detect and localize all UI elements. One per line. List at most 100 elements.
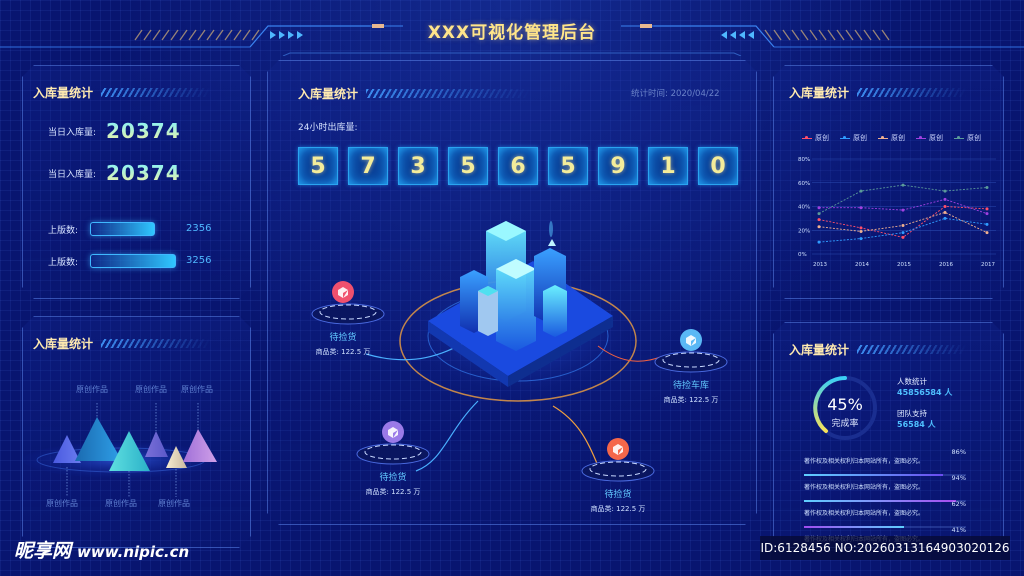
- progress-track: [804, 474, 966, 476]
- panel-completion: 入库量统计 45% 完成率 人数统计 45856584 人 团队支持 56584…: [773, 322, 1004, 548]
- stat-label: 团队支持: [897, 409, 927, 418]
- pyramid-label: 原创作品: [46, 499, 78, 508]
- node-pedestal: [651, 324, 731, 374]
- title-stripes: [366, 89, 531, 98]
- progress-row: 著作权及相关权利归本网站所有，盗图必究。 94%: [804, 474, 966, 502]
- panel-title-text: 入库量统计: [33, 337, 94, 351]
- legend-item[interactable]: 原创: [954, 133, 981, 143]
- progress-percent: 86%: [951, 448, 966, 456]
- progress-fill: [804, 474, 943, 476]
- node-title: 待捡货: [379, 473, 407, 483]
- panel-title: 入库量统计: [789, 341, 967, 358]
- watermark-brand: 昵享网: [14, 540, 72, 562]
- legend-label: 原创: [891, 134, 905, 142]
- digit: 0: [698, 147, 738, 185]
- progress-track: [804, 500, 966, 502]
- progress-percent: 62%: [951, 500, 966, 508]
- header-decoration: [0, 24, 1024, 56]
- legend-label: 原创: [967, 134, 981, 142]
- progress-label: 著作权及相关权利归本网站所有，盗图必究。: [804, 510, 925, 517]
- panel-title: 入库量统计: [789, 84, 967, 101]
- legend-label: 原创: [929, 134, 943, 142]
- node-pending-garage[interactable]: 待捡车库 商品类: 122.5 万: [651, 324, 731, 405]
- title-stripes: [101, 88, 211, 97]
- node-sub: 商品类: 122.5 万: [315, 348, 371, 356]
- gauge-label: 完成率: [831, 419, 859, 429]
- watermark-logo: 昵享网 www.nipic.cn: [14, 536, 189, 563]
- progress-track: [804, 526, 966, 528]
- panel-inventory-stats: 入库量统计 当日入库量: 20374 当日入库量: 20374 上版数: 235…: [22, 65, 251, 299]
- stat-value: 20374: [106, 119, 181, 143]
- stat-label: 当日入库量:: [48, 169, 97, 180]
- digits-label: 24小时出库量:: [298, 123, 358, 133]
- title-stripes: [101, 339, 211, 348]
- svg-text:80%: 80%: [798, 157, 810, 163]
- legend-item[interactable]: 原创: [802, 133, 829, 143]
- legend-item[interactable]: 原创: [916, 133, 943, 143]
- digit: 9: [598, 147, 638, 185]
- node-pedestal: [308, 276, 388, 326]
- node-sub: 商品类: 122.5 万: [590, 505, 646, 513]
- bar-label: 上版数:: [48, 226, 79, 236]
- node-pedestal: [578, 433, 658, 483]
- svg-text:2017: 2017: [981, 262, 995, 268]
- isometric-city-illustration: [268, 191, 758, 521]
- legend-label: 原创: [815, 134, 829, 142]
- digit: 6: [498, 147, 538, 185]
- svg-text:2013: 2013: [813, 262, 827, 268]
- header: XXX可视化管理后台: [0, 0, 1024, 56]
- watermark-id: ID:6128456 NO:20260313164903020126: [760, 536, 1010, 560]
- node-title: 待捡货: [329, 333, 357, 343]
- svg-text:40%: 40%: [798, 205, 810, 211]
- stat-row: 当日入库量: 20374: [48, 119, 181, 143]
- panel-title-text: 入库量统计: [789, 343, 850, 357]
- svg-text:2014: 2014: [855, 262, 869, 268]
- bar-row: 上版数: 3256: [48, 253, 238, 269]
- gauge-value: 45%: [827, 395, 863, 414]
- pyramid-label: 原创作品: [76, 385, 108, 394]
- node-pending-pick-3[interactable]: 待捡货 商品类: 122.5 万: [578, 433, 658, 514]
- bar-value: 3256: [186, 255, 212, 266]
- progress-label: 著作权及相关权利归本网站所有，盗图必究。: [804, 458, 925, 465]
- svg-text:60%: 60%: [798, 181, 810, 187]
- progress-percent: 94%: [951, 474, 966, 482]
- pyramid-label: 原创作品: [181, 385, 213, 394]
- node-pending-pick-2[interactable]: 待捡货 商品类: 122.5 万: [353, 416, 433, 497]
- digit: 5: [298, 147, 338, 185]
- node-sub: 商品类: 122.5 万: [365, 488, 421, 496]
- node-sub: 商品类: 122.5 万: [663, 396, 719, 404]
- digit: 3: [398, 147, 438, 185]
- stat-label: 人数统计: [897, 377, 927, 386]
- svg-text:2016: 2016: [939, 262, 953, 268]
- legend-item[interactable]: 原创: [840, 133, 867, 143]
- digit: 5: [548, 147, 588, 185]
- node-title: 待捡车库: [672, 381, 709, 391]
- panel-title: 入库量统计: [298, 85, 531, 102]
- legend-item[interactable]: 原创: [878, 133, 905, 143]
- pyramid-label: 原创作品: [158, 499, 190, 508]
- panel-title-text: 入库量统计: [298, 87, 359, 101]
- bar-fill: [90, 254, 176, 268]
- progress-label: 著作权及相关权利归本网站所有，盗图必究。: [804, 484, 925, 491]
- progress-percent: 41%: [951, 526, 966, 534]
- panel-title-text: 入库量统计: [789, 86, 850, 100]
- bar-value: 2356: [186, 223, 212, 234]
- svg-text:0%: 0%: [798, 252, 807, 258]
- node-pending-pick-1[interactable]: 待捡货 商品类: 122.5 万: [308, 276, 388, 357]
- pyramid-label: 原创作品: [135, 385, 167, 394]
- digit: 5: [448, 147, 488, 185]
- pyramid-label: 原创作品: [105, 499, 137, 508]
- digit: 7: [348, 147, 388, 185]
- panel-center: 入库量统计 统计时间: 2020/04/22 24小时出库量: 5 7 3 5 …: [267, 60, 757, 525]
- title-stripes: [857, 345, 967, 354]
- stat-row: 当日入库量: 20374: [48, 161, 181, 185]
- completion-gauge: [810, 373, 880, 443]
- svg-text:2015: 2015: [897, 262, 911, 268]
- bar-row: 上版数: 2356: [48, 221, 238, 237]
- bar-fill: [90, 222, 155, 236]
- panel-title-text: 入库量统计: [33, 86, 94, 100]
- bar-label: 上版数:: [48, 258, 79, 268]
- stat-label: 当日入库量:: [48, 127, 97, 138]
